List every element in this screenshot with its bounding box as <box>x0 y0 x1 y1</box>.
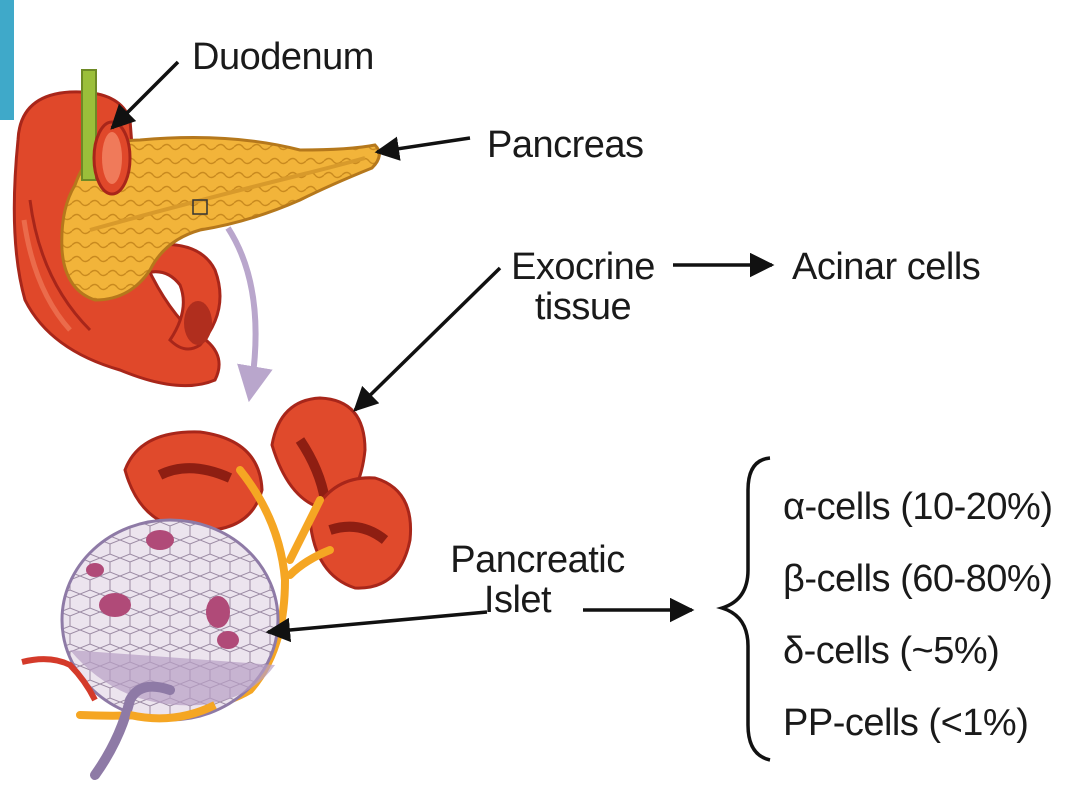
vessel-shape <box>21 656 217 780</box>
label-pancreas: Pancreas <box>487 124 644 166</box>
label-duodenum: Duodenum <box>192 36 374 78</box>
cell-type-pp: PP-cells (<1%) <box>783 702 1029 744</box>
arrow-pancreas <box>374 136 471 161</box>
arrow-islet-left <box>265 610 488 643</box>
label-exocrine-line1: Exocrine <box>511 246 655 288</box>
acinus-right-shape <box>308 476 413 590</box>
label-arrows <box>110 60 775 643</box>
label-pancreatic-islet: Pancreatic Islet <box>445 539 630 621</box>
islet-shape <box>60 518 280 722</box>
label-exocrine-tissue: Exocrine tissue <box>498 246 668 328</box>
arrow-duodenum <box>110 60 180 130</box>
cell-type-delta: δ-cells (~5%) <box>783 630 1000 672</box>
label-islet-line1: Pancreatic <box>450 539 625 581</box>
label-exocrine-line2: tissue <box>534 285 632 328</box>
label-acinar-cells: Acinar cells <box>792 246 981 288</box>
duodenum-loop-shape <box>137 242 222 351</box>
cell-types-brace <box>716 456 771 762</box>
duodenum-tube-shape <box>81 69 132 196</box>
acinus-left-shape <box>123 430 264 532</box>
zoom-curve-arrow <box>225 226 273 403</box>
arrow-exocrine <box>353 266 502 412</box>
acinus-top-shape <box>270 396 367 512</box>
cell-type-alpha: α-cells (10-20%) <box>783 486 1053 528</box>
edge-strip <box>0 0 14 120</box>
label-islet-line2: Islet <box>483 578 552 621</box>
pancreas-shape <box>60 136 381 302</box>
cell-type-beta: β-cells (60-80%) <box>783 558 1053 600</box>
